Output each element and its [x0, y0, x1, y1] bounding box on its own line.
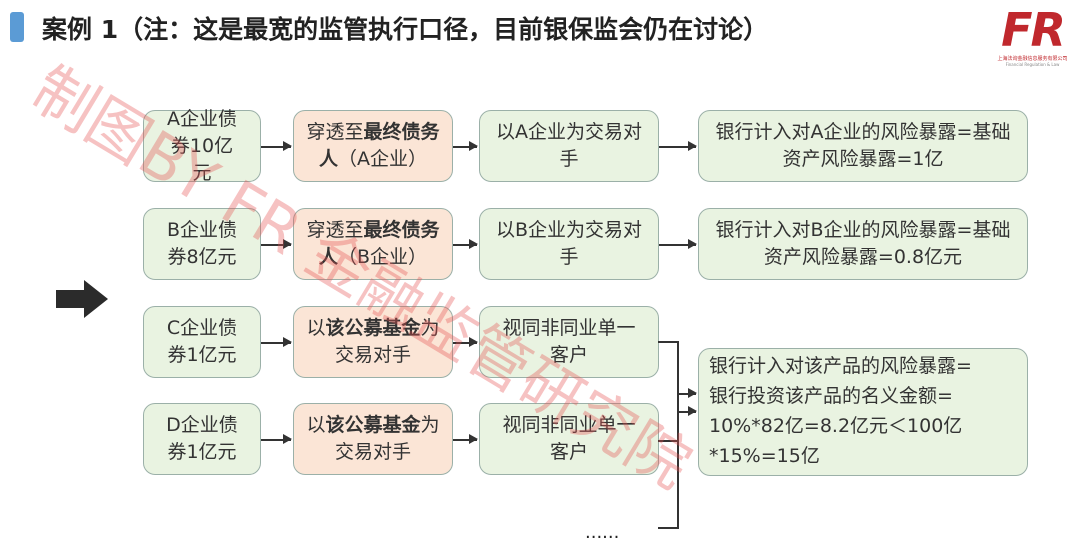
penetration-bold: 该公募基金 [325, 414, 421, 436]
arrow-icon [261, 240, 292, 248]
arrow-icon [261, 338, 292, 346]
fr-logo: FR 上海法询金融信息服务有限公司 Financial Regulation &… [990, 5, 1075, 67]
counterparty-label: 以B企业为交易对手 [495, 219, 643, 268]
arrow-icon [453, 338, 478, 346]
counterparty-label: 视同非同业单一客户 [502, 414, 636, 463]
penetration-pre: 以 [306, 414, 326, 436]
penetration-post: （A企业） [338, 148, 427, 170]
penetration-pre: 穿透至 [306, 121, 364, 143]
connector-line [677, 341, 679, 529]
penetration-box: 以该公募基金为交易对手 [293, 403, 453, 475]
arrow-icon [453, 240, 478, 248]
arrow-icon [659, 142, 697, 150]
asset-box: B企业债券8亿元 [143, 208, 261, 280]
arrow-icon [678, 389, 697, 397]
counterparty-box: 视同非同业单一客户 [479, 306, 659, 378]
arrow-icon [659, 240, 697, 248]
logo-subtitle: 上海法询金融信息服务有限公司 [997, 56, 1068, 62]
penetration-box: 穿透至最终债务人（B企业） [293, 208, 453, 280]
arrow-icon [453, 142, 478, 150]
counterparty-box: 视同非同业单一客户 [479, 403, 659, 475]
asset-box: C企业债券1亿元 [143, 306, 261, 378]
connector-line [658, 527, 678, 529]
combined-line: 10%*82亿=8.2亿元＜100亿 [709, 415, 963, 437]
penetration-post: （B企业） [337, 246, 428, 268]
exposure-box: 银行计入对B企业的风险暴露=基础资产风险暴露=0.8亿元 [698, 208, 1028, 280]
penetration-pre: 以 [306, 317, 326, 339]
penetration-pre: 穿透至 [306, 219, 364, 241]
penetration-post: 为交易对手 [334, 414, 440, 463]
asset-box: A企业债券10亿元 [143, 108, 261, 184]
big-arrow-icon [56, 280, 108, 318]
combined-exposure-box: 银行计入对该产品的风险暴露= 银行投资该产品的名义金额= 10%*82亿=8.2… [698, 348, 1028, 476]
arrow-icon [678, 407, 697, 415]
exposure-box: 银行计入对A企业的风险暴露=基础资产风险暴露=1亿 [698, 110, 1028, 182]
connector-line [658, 341, 678, 343]
asset-label: A企业债券10亿元 [167, 107, 237, 184]
exposure-label: 银行计入对B企业的风险暴露=基础资产风险暴露=0.8亿元 [715, 219, 1011, 268]
penetration-box: 以该公募基金为交易对手 [293, 306, 453, 378]
penetration-post: 为交易对手 [334, 317, 440, 366]
logo-mark: FR [1001, 3, 1066, 57]
arrow-icon [261, 142, 292, 150]
asset-box: D企业债券1亿元 [143, 403, 261, 475]
page-title: 案例 1（注：这是最宽的监管执行口径，目前银保监会仍在讨论） [42, 15, 769, 44]
exposure-label: 银行计入对A企业的风险暴露=基础资产风险暴露=1亿 [715, 121, 1011, 170]
counterparty-box: 以A企业为交易对手 [479, 110, 659, 182]
counterparty-label: 视同非同业单一客户 [502, 317, 636, 366]
penetration-bold: 最终债务人 [318, 219, 440, 268]
asset-label: D企业债券1亿元 [166, 414, 238, 463]
title-marker [10, 12, 24, 42]
asset-label: B企业债券8亿元 [166, 219, 238, 268]
combined-line: 银行投资该产品的名义金额= [709, 385, 953, 407]
arrow-icon [453, 435, 478, 443]
connector-line [658, 440, 678, 442]
ellipsis: ...... [585, 522, 620, 543]
combined-line: *15%=15亿 [709, 445, 820, 467]
counterparty-box: 以B企业为交易对手 [479, 208, 659, 280]
combined-line: 银行计入对该产品的风险暴露= [709, 355, 972, 377]
penetration-bold: 最终债务人 [318, 121, 440, 170]
arrow-icon [261, 435, 292, 443]
asset-label: C企业债券1亿元 [166, 317, 238, 366]
penetration-bold: 该公募基金 [325, 317, 421, 339]
logo-subtitle-en: Financial Regulation & Law [1005, 62, 1060, 67]
counterparty-label: 以A企业为交易对手 [496, 121, 642, 170]
penetration-box: 穿透至最终债务人（A企业） [293, 110, 453, 182]
